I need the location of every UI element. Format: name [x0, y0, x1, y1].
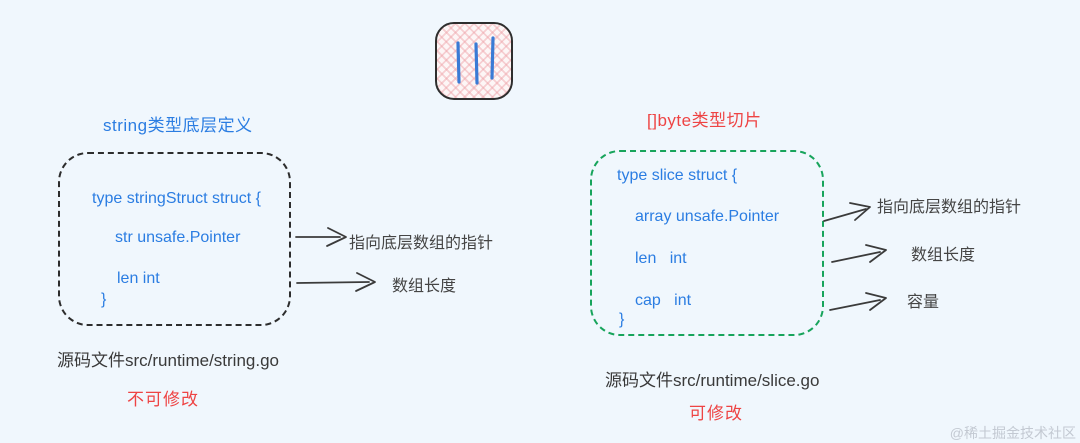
arrow-slice-capacity	[829, 292, 887, 311]
three-strokes-icon-glyph	[456, 36, 495, 85]
string-pointer-annotation: 指向底层数组的指针	[349, 235, 494, 252]
slice-code-line: cap int	[635, 292, 692, 309]
string-source-file: 源码文件src/runtime/string.go	[57, 351, 279, 370]
arrow-slice-pointer	[823, 202, 871, 222]
slice-source-file: 源码文件src/runtime/slice.go	[605, 371, 820, 390]
juejin-watermark: @稀土掘金技术社区	[949, 425, 1076, 441]
arrow-slice-length	[831, 244, 887, 263]
string-code-line: type stringStruct struct {	[92, 190, 261, 207]
slice-pointer-annotation: 指向底层数组的指针	[877, 199, 1022, 216]
string-code-line: len int	[117, 270, 160, 287]
string-struct-box	[58, 152, 291, 326]
slice-code-line: len int	[635, 250, 687, 267]
slice-code-line: type slice struct {	[617, 167, 738, 184]
three-strokes-icon	[435, 22, 513, 100]
slice-section-title: []byte类型切片	[647, 111, 762, 130]
slice-struct-box	[590, 150, 824, 336]
string-length-annotation: 数组长度	[392, 278, 457, 295]
string-code-line: }	[101, 291, 107, 308]
slice-capacity-annotation: 容量	[907, 294, 940, 311]
string-code-line: str unsafe.Pointer	[115, 229, 241, 246]
slice-mutability-note: 可修改	[689, 404, 743, 423]
arrow-string-pointer	[295, 227, 347, 247]
arrow-string-length	[296, 272, 376, 292]
slice-length-annotation: 数组长度	[911, 247, 976, 264]
string-mutability-note: 不可修改	[127, 390, 199, 409]
slice-code-line: array unsafe.Pointer	[635, 208, 780, 225]
string-section-title: string类型底层定义	[103, 116, 253, 135]
slice-code-line: }	[619, 311, 625, 328]
